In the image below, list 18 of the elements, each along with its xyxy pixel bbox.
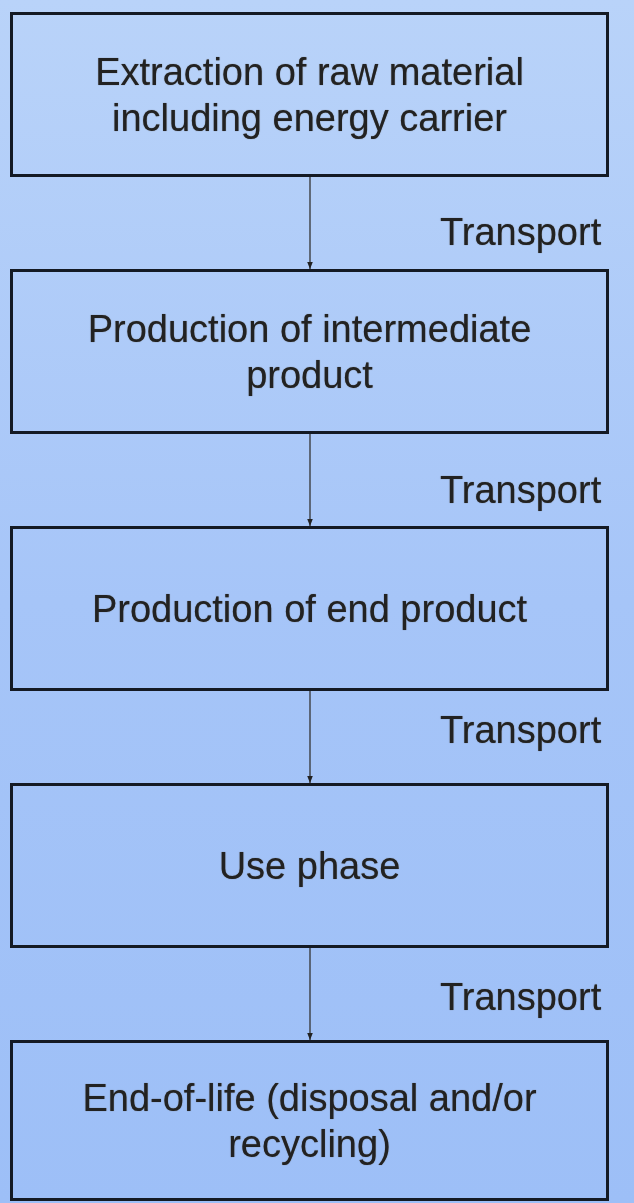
edge-label: Transport: [440, 468, 602, 512]
process-box: [10, 269, 609, 434]
process-box: [10, 1040, 609, 1201]
box-text: Extraction of raw material including energy carrier: [94, 49, 525, 141]
arrow: [307, 433, 313, 527]
edge-label: Transport: [440, 975, 602, 1019]
edge-label: Transport: [440, 210, 602, 254]
arrow: [307, 176, 313, 270]
box-text: End-of-life (disposal and/or recycling): [81, 1075, 538, 1167]
box-text: Production of intermediate product: [86, 306, 533, 398]
box-text: Production of end product: [91, 586, 528, 632]
edge-label: Transport: [440, 708, 602, 752]
arrow: [307, 690, 313, 784]
process-box: [10, 12, 609, 177]
process-box: [10, 783, 609, 948]
process-box: [10, 526, 609, 691]
arrow: [307, 947, 313, 1041]
box-text: Use phase: [218, 843, 401, 889]
